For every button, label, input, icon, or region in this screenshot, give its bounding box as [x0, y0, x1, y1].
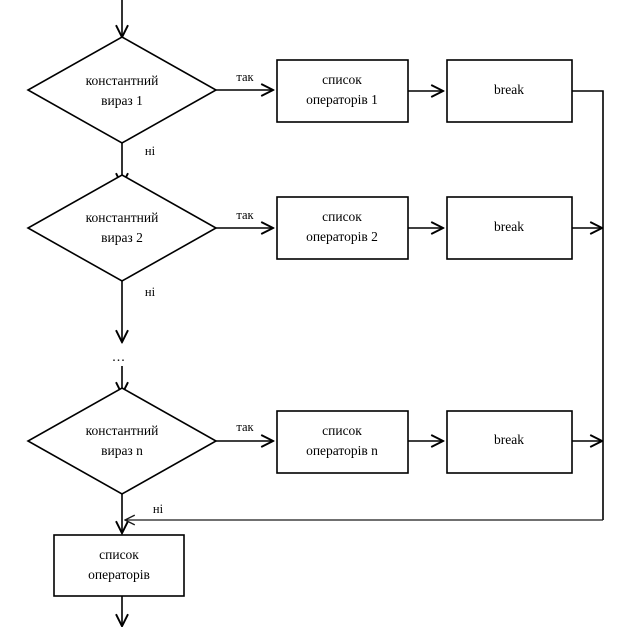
ellipsis-label: ... [112, 350, 126, 365]
yes-label-2: так [236, 208, 254, 222]
decision-label-3-line1: константний [86, 423, 159, 438]
break-label-1: break [494, 82, 524, 97]
decision-diamond-2 [26, 174, 218, 282]
decision-label-2-line2: вираз 2 [101, 230, 143, 245]
statements-box-1 [276, 59, 409, 123]
statements-label-1-line2: операторів 1 [306, 92, 378, 107]
no-label-2: ні [145, 285, 156, 299]
break-return-path-1 [572, 90, 604, 520]
decision-label-2-line1: константний [86, 210, 159, 225]
break-label-3: break [494, 432, 524, 447]
statements-label-3-line2: операторів n [306, 443, 378, 458]
default-statements-label-line2: операторів [88, 567, 150, 582]
yes-label-1: так [236, 70, 254, 84]
statements-label-3-line1: список [322, 423, 362, 438]
statements-label-2-line2: операторів 2 [306, 229, 378, 244]
break-box-1 [446, 59, 573, 123]
statements-box-2 [276, 196, 409, 260]
decision-label-3-line2: вираз n [101, 443, 143, 458]
no-label-1: ні [145, 144, 156, 158]
default-statements-box [53, 534, 185, 597]
decision-diamond-1 [26, 36, 218, 144]
break-box-3 [446, 410, 573, 474]
statements-box-3 [276, 410, 409, 474]
statements-label-1-line1: список [322, 72, 362, 87]
default-statements-label-line1: список [99, 547, 139, 562]
break-label-2: break [494, 219, 524, 234]
yes-label-3: так [236, 420, 254, 434]
decision-diamond-3 [26, 387, 218, 495]
decision-label-1-line1: константний [86, 73, 159, 88]
decision-label-1-line2: вираз 1 [101, 93, 143, 108]
statements-label-2-line1: список [322, 209, 362, 224]
no-label-3: ні [153, 502, 164, 516]
